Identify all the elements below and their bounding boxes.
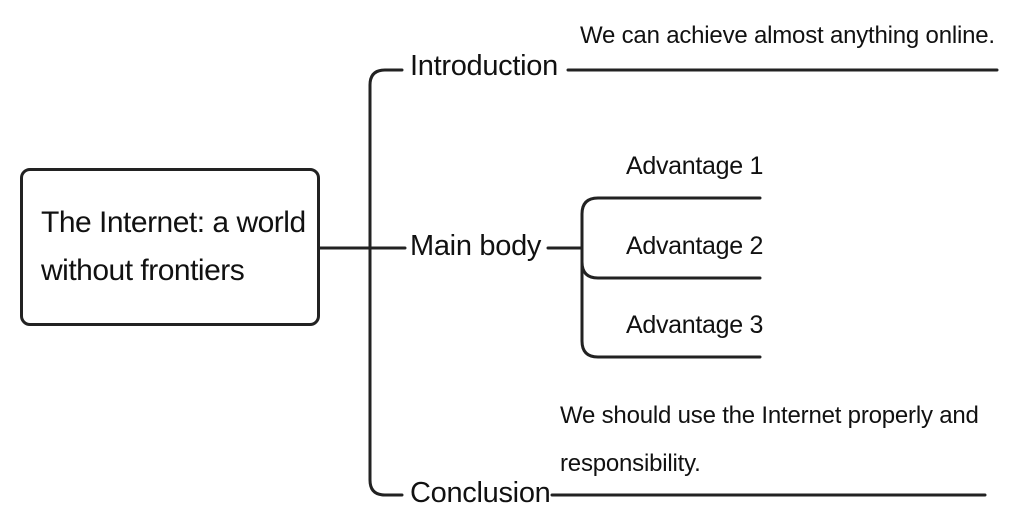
advantage-2-label: Advantage 2 — [626, 232, 764, 260]
advantage-3-label: Advantage 3 — [626, 311, 764, 339]
root-title: The Internet: a world without frontiers — [41, 199, 311, 295]
conclusion-note-line-1: We should use the Internet properly and — [560, 402, 979, 429]
conclusion-note-line-2: responsibility. — [560, 450, 701, 477]
root-title-line-1: The Internet: a world — [41, 206, 306, 239]
conclusion-label: Conclusion — [410, 477, 551, 510]
advantage-2-underline — [580, 260, 762, 280]
introduction-label: Introduction — [410, 50, 558, 83]
root-node: The Internet: a world without frontiers — [20, 168, 320, 326]
main-body-label: Main body — [410, 230, 542, 263]
introduction-note: We can achieve almost anything online. — [580, 22, 995, 50]
sub-branch-bracket — [580, 196, 762, 359]
root-title-line-2: without frontiers — [41, 254, 245, 287]
advantage-1-label: Advantage 1 — [626, 152, 764, 180]
trunk-line — [368, 68, 404, 497]
